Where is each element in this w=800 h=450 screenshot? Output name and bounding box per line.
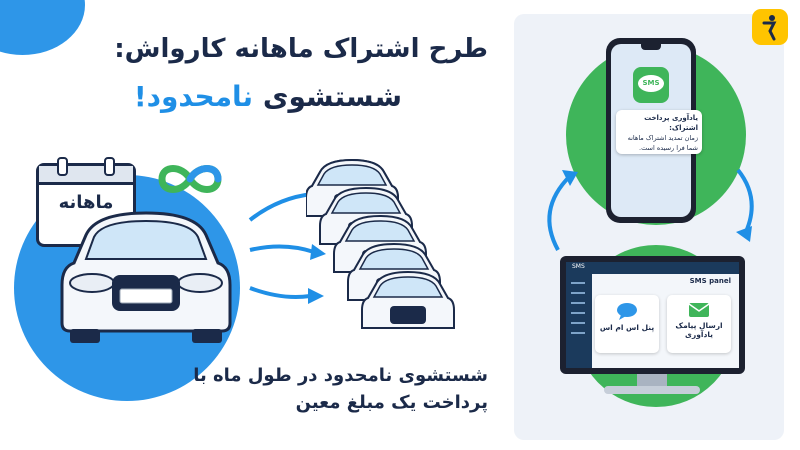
sms-panel-card[interactable]: پنل اس ام اس bbox=[595, 295, 659, 353]
send-card-line-1: ارسال پیامک bbox=[675, 321, 723, 330]
footer-line-1: شستشوی نامحدود در طول ماه با bbox=[193, 365, 488, 386]
send-card-line-2: یادآوری bbox=[685, 330, 713, 339]
footer-line-2: پرداخت یک مبلغ معین bbox=[295, 392, 488, 413]
title-line-2: شستشوی نامحدود! bbox=[2, 80, 402, 113]
envelope-icon bbox=[688, 303, 710, 317]
infinity-icon bbox=[158, 165, 222, 193]
chat-icon bbox=[617, 303, 637, 320]
title-accent: نامحدود! bbox=[133, 80, 254, 113]
topbar-label: SMS bbox=[572, 263, 585, 270]
car-icon bbox=[60, 211, 232, 343]
logo-icon bbox=[752, 9, 788, 45]
send-reminder-card[interactable]: ارسال پیامک یادآوری bbox=[667, 295, 731, 353]
monitor-base bbox=[604, 386, 700, 394]
message-line-1: زمان تمدید اشتراک ماهانه bbox=[627, 134, 698, 142]
monitor: SMS SMS panel ارسال پیامک یادآوری پنل اس… bbox=[560, 256, 745, 374]
panel-title: SMS panel bbox=[689, 277, 731, 285]
panel-card-label: پنل اس ام اس bbox=[599, 323, 655, 332]
monitor-stand bbox=[637, 374, 667, 388]
message-line-2: شما فرا رسیده است. bbox=[639, 144, 698, 152]
sms-icon: SMS bbox=[633, 67, 669, 103]
sms-message: یادآوری پرداخت اشتراک: زمان تمدید اشتراک… bbox=[616, 110, 702, 154]
calendar-label: ماهانه bbox=[58, 192, 114, 213]
car-icon bbox=[306, 158, 455, 329]
cycle-arrow-icon bbox=[547, 168, 754, 251]
message-title: یادآوری پرداخت اشتراک: bbox=[644, 114, 698, 132]
title-line-1: طرح اشتراک ماهانه کارواش: bbox=[114, 34, 488, 64]
title-prefix: شستشوی bbox=[262, 80, 402, 113]
